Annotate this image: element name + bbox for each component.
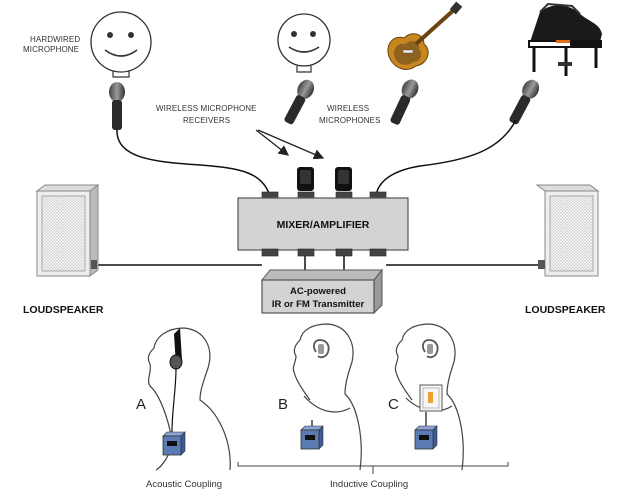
wireless-receivers-label-2: RECEIVERS	[183, 116, 231, 125]
mic-cable	[116, 129, 271, 197]
listener-a-head	[147, 327, 231, 471]
hearing-aid-icon	[422, 339, 439, 359]
listener-c-letter: C	[388, 396, 399, 413]
receiver-box-a	[162, 431, 186, 456]
receiver-box-c	[414, 425, 438, 450]
mic-cable	[375, 119, 517, 197]
microphone-icon	[390, 79, 419, 125]
listener-a-letter: A	[136, 396, 147, 413]
receiver-box-b	[300, 425, 324, 450]
inductive-coupling-caption: Inductive Coupling	[330, 479, 409, 490]
mixer-amplifier: MIXER/AMPLIFIER	[237, 191, 409, 257]
wireless-receiver-icon	[297, 167, 314, 191]
silhouette-inductor-icon	[419, 384, 443, 412]
smiley-face-icon	[90, 11, 152, 78]
wireless-mics-label-2: MICROPHONES	[319, 116, 381, 125]
ac-powered-transmitter: AC-powered IR or FM Transmitter	[260, 268, 384, 315]
hardwired-mic-label-1: HARDWIRED	[30, 35, 81, 44]
transmitter-label-2: IR or FM Transmitter	[272, 299, 365, 310]
loudspeaker-left-label: LOUDSPEAKER	[23, 304, 104, 316]
mixer-label: MIXER/AMPLIFIER	[277, 219, 370, 231]
inductive-bracket	[237, 462, 509, 467]
smiley-face-icon	[277, 13, 331, 73]
grand-piano-icon	[528, 2, 602, 76]
listener-b-head	[292, 323, 362, 471]
hardwired-mic-label-2: MICROPHONE	[23, 45, 80, 54]
wireless-mics-label-1: WIRELESS	[327, 104, 370, 113]
acoustic-coupling-caption: Acoustic Coupling	[146, 479, 223, 490]
microphone-icon	[109, 82, 125, 130]
wireless-receiver-icon	[335, 167, 352, 191]
loudspeaker-right-icon	[535, 184, 600, 277]
electric-guitar-icon	[387, 1, 463, 70]
hearing-aid-icon	[313, 339, 330, 359]
listener-b-letter: B	[278, 396, 289, 413]
microphone-icon	[509, 79, 540, 125]
transmitter-label-1: AC-powered	[290, 286, 346, 297]
loudspeaker-left-icon	[35, 184, 100, 277]
headphone-icon	[169, 328, 183, 433]
loudspeaker-right-label: LOUDSPEAKER	[525, 304, 606, 316]
wireless-receivers-label-1: WIRELESS MICROPHONE	[156, 104, 257, 113]
microphone-icon	[284, 79, 315, 125]
